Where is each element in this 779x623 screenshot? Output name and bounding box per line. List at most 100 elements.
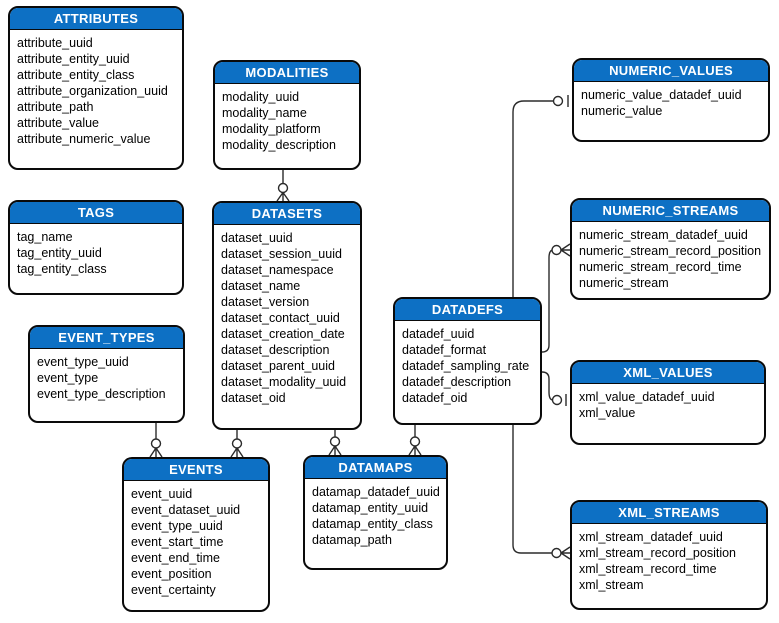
zero-cardinality-icon — [150, 438, 162, 449]
field: dataset_creation_date — [221, 327, 345, 341]
table-xml-values: XML_VALUES xml_value_datadef_uuid xml_va… — [570, 360, 766, 445]
many-cardinality-icon — [230, 447, 244, 458]
field: dataset_namespace — [221, 263, 334, 277]
table-title: EVENT_TYPES — [30, 327, 183, 349]
table-title: NUMERIC_STREAMS — [572, 200, 769, 222]
table-fields: event_uuid event_dataset_uuid event_type… — [124, 481, 268, 598]
field: numeric_stream — [579, 276, 669, 290]
table-events: EVENTS event_uuid event_dataset_uuid eve… — [122, 457, 270, 612]
field: event_uuid — [131, 487, 193, 501]
field: numeric_stream_record_position — [579, 244, 762, 258]
table-event-types: EVENT_TYPES event_type_uuid event_type e… — [28, 325, 185, 423]
field: datadef_format — [402, 343, 487, 357]
many-cardinality-icon — [408, 445, 422, 456]
many-cardinality-icon — [328, 445, 342, 456]
field: datamap_entity_uuid — [312, 501, 429, 515]
field: xml_value — [579, 406, 636, 420]
many-cardinality-icon — [276, 192, 290, 202]
table-datamaps: DATAMAPS datamap_datadef_uuid datamap_en… — [303, 455, 448, 570]
table-title: XML_VALUES — [572, 362, 764, 384]
field: datadef_description — [402, 375, 512, 389]
field: tag_name — [17, 230, 73, 244]
table-fields: datamap_datadef_uuid datamap_entity_uuid… — [305, 479, 446, 548]
many-cardinality-icon — [149, 447, 163, 458]
many-cardinality-icon — [560, 546, 571, 560]
field: dataset_description — [221, 343, 330, 357]
zero-cardinality-icon — [231, 438, 243, 449]
field: xml_stream_datadef_uuid — [579, 530, 723, 544]
zero-cardinality-icon — [551, 547, 562, 559]
field: event_position — [131, 567, 212, 581]
field: numeric_stream_record_time — [579, 260, 742, 274]
table-title: XML_STREAMS — [572, 502, 766, 524]
field: modality_uuid — [222, 90, 300, 104]
table-datasets: DATASETS dataset_uuid dataset_session_uu… — [212, 201, 362, 430]
field: event_type_description — [37, 387, 166, 401]
field: numeric_value_datadef_uuid — [581, 88, 742, 102]
table-attributes: ATTRIBUTES attribute_uuid attribute_enti… — [8, 6, 184, 170]
relationship-datasets-datamaps — [328, 430, 342, 456]
table-title: DATADEFS — [395, 299, 540, 321]
table-numeric-streams: NUMERIC_STREAMS numeric_stream_datadef_u… — [570, 198, 771, 300]
table-datadefs: DATADEFS datadef_uuid datadef_format dat… — [393, 297, 542, 425]
table-title: ATTRIBUTES — [10, 8, 182, 30]
field: event_end_time — [131, 551, 220, 565]
table-modalities: MODALITIES modality_uuid modality_name m… — [213, 60, 361, 170]
zero-cardinality-icon — [552, 95, 564, 107]
table-fields: attribute_uuid attribute_entity_uuid att… — [10, 30, 182, 147]
table-fields: event_type_uuid event_type event_type_de… — [30, 349, 183, 402]
field: attribute_value — [17, 116, 100, 130]
field: numeric_stream_datadef_uuid — [579, 228, 748, 242]
field: dataset_parent_uuid — [221, 359, 335, 373]
table-fields: numeric_stream_datadef_uuid numeric_stre… — [572, 222, 769, 291]
field: modality_name — [222, 106, 307, 120]
zero-cardinality-icon — [551, 394, 563, 406]
table-fields: dataset_uuid dataset_session_uuid datase… — [214, 225, 360, 406]
field: xml_stream — [579, 578, 644, 592]
field: modality_description — [222, 138, 336, 152]
many-cardinality-icon — [560, 243, 571, 257]
zero-cardinality-icon — [551, 244, 562, 256]
field: dataset_uuid — [221, 231, 293, 245]
field: attribute_entity_class — [17, 68, 135, 82]
field: dataset_oid — [221, 391, 286, 405]
field: attribute_numeric_value — [17, 132, 151, 146]
table-title: TAGS — [10, 202, 182, 224]
field: event_certainty — [131, 583, 216, 597]
relationship-datadefs-numeric-values — [512, 95, 569, 297]
field: event_dataset_uuid — [131, 503, 241, 517]
field: xml_stream_record_time — [579, 562, 717, 576]
relationship-datadefs-xml-streams — [512, 425, 571, 560]
table-title: DATAMAPS — [305, 457, 446, 479]
table-fields: tag_name tag_entity_uuid tag_entity_clas… — [10, 224, 182, 277]
field: tag_entity_uuid — [17, 246, 102, 260]
field: dataset_name — [221, 279, 301, 293]
table-fields: xml_value_datadef_uuid xml_value — [572, 384, 764, 421]
field: dataset_version — [221, 295, 310, 309]
field: dataset_modality_uuid — [221, 375, 347, 389]
relationship-datadefs-xml-values — [541, 371, 567, 406]
table-title: DATASETS — [214, 203, 360, 225]
field: datamap_entity_class — [312, 517, 433, 531]
field: attribute_uuid — [17, 36, 93, 50]
field: datamap_path — [312, 533, 392, 547]
table-fields: numeric_value_datadef_uuid numeric_value — [574, 82, 768, 119]
field: datadef_oid — [402, 391, 468, 405]
table-title: EVENTS — [124, 459, 268, 481]
field: dataset_contact_uuid — [221, 311, 340, 325]
field: dataset_session_uuid — [221, 247, 342, 261]
field: event_type_uuid — [131, 519, 223, 533]
field: numeric_value — [581, 104, 663, 118]
field: xml_stream_record_position — [579, 546, 737, 560]
table-fields: modality_uuid modality_name modality_pla… — [215, 84, 359, 153]
relationship-datadefs-numeric-streams — [541, 243, 571, 353]
field: event_start_time — [131, 535, 224, 549]
field: attribute_entity_uuid — [17, 52, 130, 66]
field: tag_entity_class — [17, 262, 107, 276]
table-xml-streams: XML_STREAMS xml_stream_datadef_uuid xml_… — [570, 500, 768, 610]
field: event_type — [37, 371, 99, 385]
zero-cardinality-icon — [329, 436, 341, 447]
relationship-datadefs-datamaps — [408, 425, 422, 456]
table-numeric-values: NUMERIC_VALUES numeric_value_datadef_uui… — [572, 58, 770, 142]
